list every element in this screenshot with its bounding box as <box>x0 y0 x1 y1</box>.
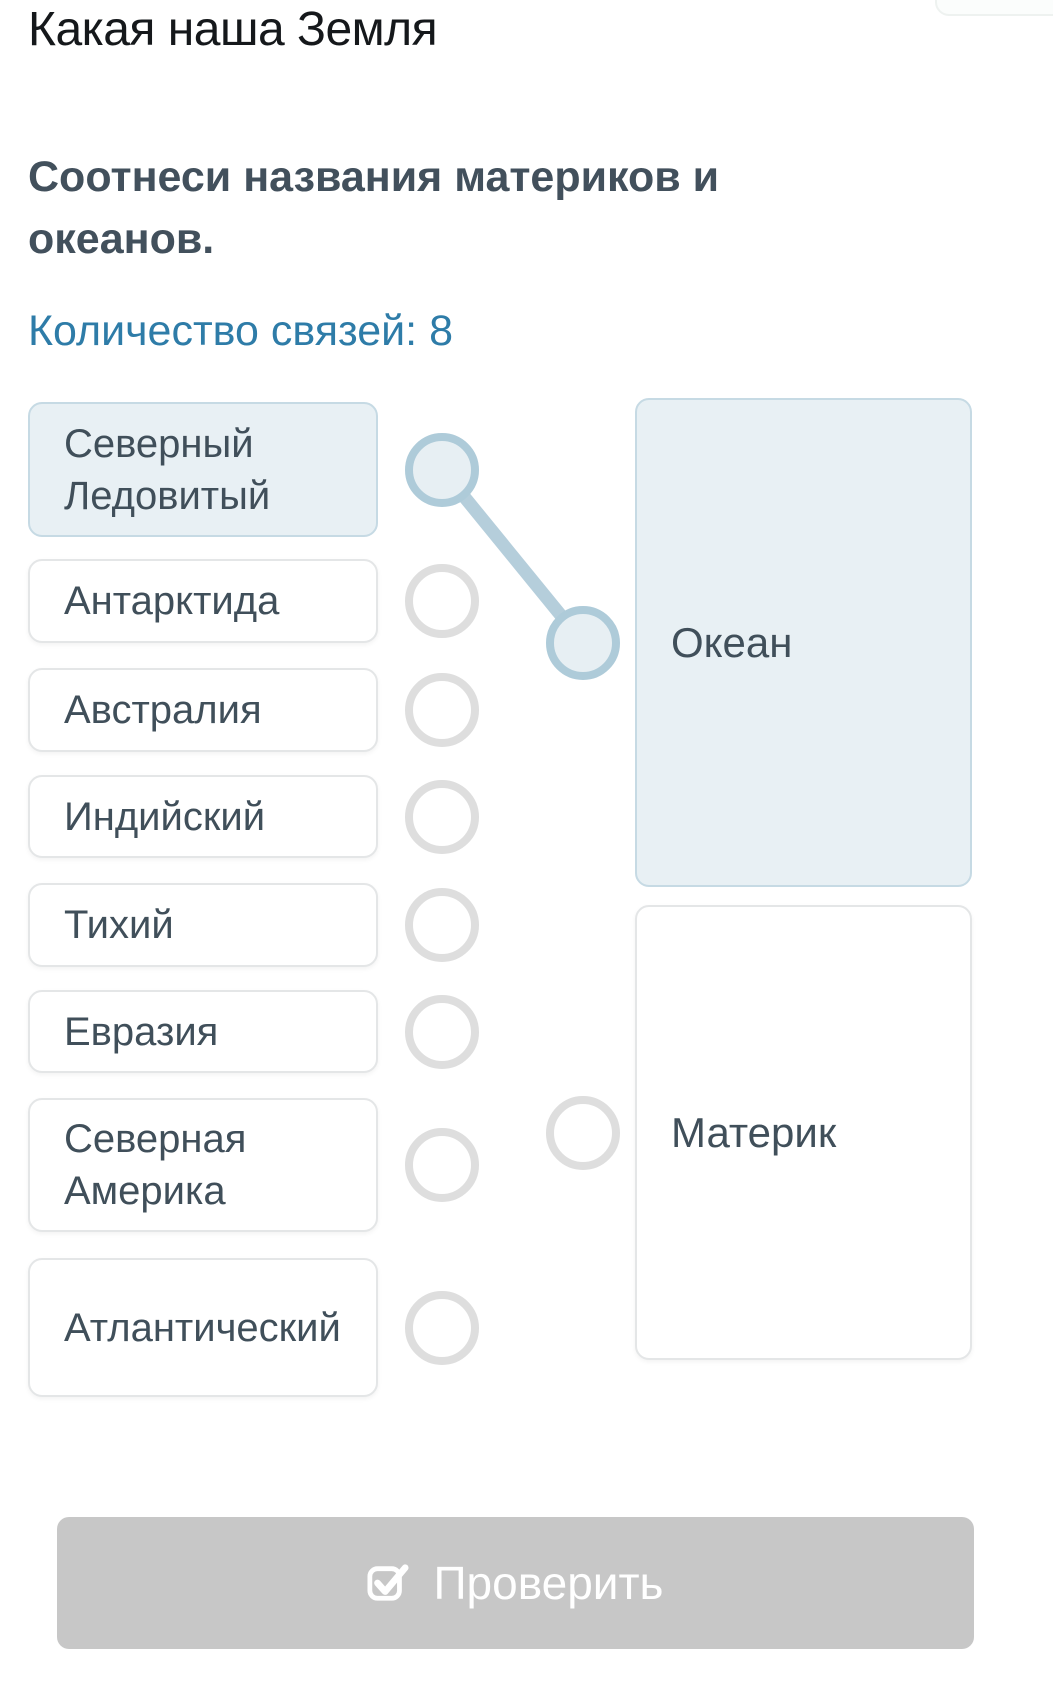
left-item-box[interactable]: Антарктида <box>28 559 378 643</box>
page-title: Какая наша Земля <box>28 3 438 56</box>
check-button[interactable]: Проверить <box>57 1517 974 1649</box>
check-button-label: Проверить <box>433 1557 664 1609</box>
left-connector-circle[interactable] <box>405 564 479 638</box>
left-item-label: Тихий <box>64 903 174 947</box>
left-item-label: Атлантический <box>64 1305 341 1350</box>
left-item-box[interactable]: Северная Америка <box>28 1098 378 1232</box>
left-item-label: Северный Ледовитый <box>64 421 271 518</box>
left-item-label: Антарктида <box>64 579 280 623</box>
checkbox-check-icon <box>367 1564 409 1601</box>
right-connector-circle[interactable] <box>546 1095 620 1170</box>
left-connector-circle[interactable] <box>405 888 479 962</box>
right-item-box[interactable]: Океан <box>635 398 972 887</box>
left-connector-circle[interactable] <box>405 1290 479 1365</box>
left-item-label: Северная Америка <box>64 1117 247 1213</box>
left-connector-circle[interactable] <box>405 779 479 854</box>
task-instruction: Соотнеси названия материков и океанов. <box>28 153 720 263</box>
left-item-label: Евразия <box>64 1009 219 1054</box>
left-connector-circle[interactable] <box>405 994 479 1069</box>
left-connector-circle[interactable] <box>405 673 479 747</box>
left-item-box[interactable]: Индийский <box>28 775 378 858</box>
left-connector-circle[interactable] <box>405 1128 479 1202</box>
left-item-label: Индийский <box>64 794 266 839</box>
partial-panel-edge <box>935 0 1053 16</box>
right-item-label: Океан <box>671 618 793 666</box>
left-item-box[interactable]: Северный Ледовитый <box>28 402 378 537</box>
left-item-box[interactable]: Евразия <box>28 990 378 1073</box>
right-connector-circle[interactable] <box>546 605 620 680</box>
left-item-box[interactable]: Тихий <box>28 883 378 967</box>
left-item-box[interactable]: Атлантический <box>28 1258 378 1397</box>
connections-count: Количество связей: 8 <box>28 307 453 355</box>
right-item-box[interactable]: Материк <box>635 905 972 1360</box>
left-connector-circle[interactable] <box>405 432 479 507</box>
left-item-label: Австралия <box>64 688 262 732</box>
right-item-label: Материк <box>671 1108 837 1156</box>
left-item-box[interactable]: Австралия <box>28 668 378 752</box>
